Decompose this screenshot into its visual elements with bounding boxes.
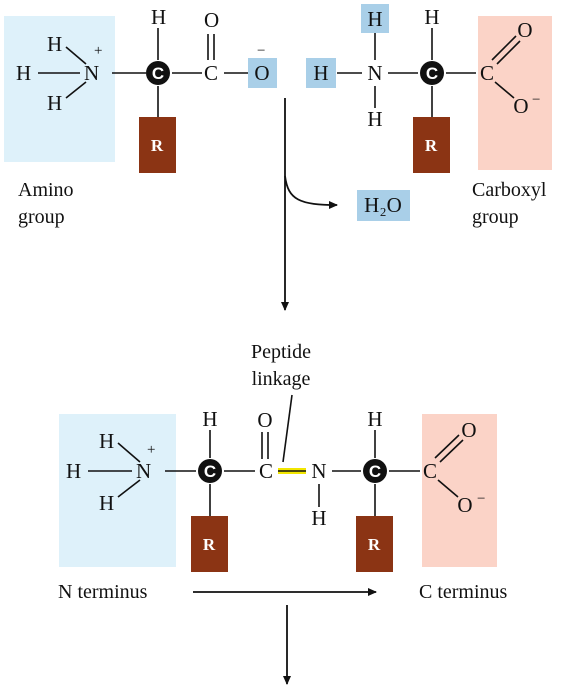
- amino-acid-2: H H N H H C C O O − R: [306, 4, 552, 173]
- atom-h: H: [202, 407, 217, 431]
- atom-o: O: [461, 418, 476, 442]
- r-group-box: [413, 117, 450, 173]
- atom-h: H: [367, 7, 382, 31]
- amino-group-label: group: [18, 206, 65, 228]
- positive-charge: +: [94, 43, 102, 59]
- double-bond-c-o-a: [434, 434, 460, 459]
- atom-h: H: [47, 91, 62, 115]
- c-terminus-box: [422, 414, 497, 567]
- atom-n: N: [367, 61, 382, 85]
- atom-h: H: [99, 429, 114, 453]
- negative-charge: −: [477, 491, 485, 507]
- double-bond-c-o-b: [439, 439, 464, 463]
- atom-h: H: [66, 459, 81, 483]
- r-group-label: R: [203, 535, 216, 554]
- atom-o: O: [513, 94, 528, 118]
- alpha-carbon-label: C: [426, 64, 438, 83]
- carboxyl-group-box: [478, 16, 552, 170]
- peptide-linkage-label: Peptide: [251, 341, 311, 363]
- r-group-box: [191, 516, 228, 572]
- r-group-label: R: [151, 136, 164, 155]
- atom-n: N: [311, 459, 326, 483]
- negative-charge: −: [532, 92, 540, 108]
- r-group-box: [356, 516, 393, 572]
- water-release-arrow: [284, 175, 338, 209]
- atom-h: H: [367, 107, 382, 131]
- atom-h: H: [367, 407, 382, 431]
- atom-c: C: [259, 459, 273, 483]
- hydroxyl-oxygen-highlight: [248, 58, 277, 88]
- double-bond-c-o-b: [496, 40, 521, 65]
- alpha-carbon: [363, 459, 387, 483]
- atom-o: O: [204, 8, 219, 32]
- atom-n: N: [84, 61, 99, 85]
- peptide-linkage-label: linkage: [252, 368, 311, 390]
- n-terminus-box: [59, 414, 176, 567]
- alpha-carbon: [198, 459, 222, 483]
- atom-o: O: [457, 493, 472, 517]
- positive-charge: +: [147, 442, 155, 458]
- c-terminus-label: C terminus: [419, 581, 508, 603]
- bond-h-n-upper: [117, 442, 141, 463]
- amino-group-label: Amino: [18, 179, 74, 201]
- atom-h: H: [99, 491, 114, 515]
- atom-c: C: [423, 459, 437, 483]
- atom-n: N: [136, 459, 151, 483]
- bond-c-o-minus: [494, 81, 515, 99]
- dipeptide: H + H N H H C C O N H H C C O O − R R: [59, 407, 497, 572]
- peptide-linkage-pointer: [282, 394, 293, 463]
- bond-h-n-upper: [65, 46, 87, 65]
- amino-group-box: [4, 16, 115, 162]
- r-group-label: R: [368, 535, 381, 554]
- bond-h-n-lower: [117, 479, 141, 498]
- atom-o: O: [254, 61, 269, 85]
- carboxyl-group-label: Carboxyl: [472, 179, 547, 201]
- atom-c: C: [204, 61, 218, 85]
- alpha-carbon-label: C: [152, 64, 164, 83]
- amine-hydrogen-highlight: [306, 58, 336, 88]
- alpha-carbon: [420, 61, 444, 85]
- atom-h: H: [151, 5, 166, 29]
- bond-c-o-minus: [437, 479, 459, 498]
- alpha-carbon: [146, 61, 170, 85]
- atom-c: C: [480, 61, 494, 85]
- alpha-carbon-label: C: [204, 462, 216, 481]
- atom-h: H: [311, 506, 326, 530]
- bond-h-n-lower: [65, 81, 87, 99]
- r-group-label: R: [425, 136, 438, 155]
- water-molecule: H₂O: [364, 193, 402, 217]
- water-highlight: [357, 190, 410, 221]
- atom-h: H: [16, 61, 31, 85]
- atom-h: H: [313, 61, 328, 85]
- r-group-box: [139, 117, 176, 173]
- double-bond-c-o-a: [491, 35, 517, 61]
- atom-h: H: [47, 32, 62, 56]
- n-terminus-label: N terminus: [58, 581, 148, 603]
- amino-acid-1: H + H N H H C C O − O R: [4, 5, 277, 173]
- atom-o: O: [517, 18, 532, 42]
- atom-o: O: [257, 408, 272, 432]
- alpha-carbon-label: C: [369, 462, 381, 481]
- negative-charge: −: [257, 43, 265, 59]
- carboxyl-group-label: group: [472, 206, 519, 228]
- amine-hydrogen-highlight: [361, 4, 389, 33]
- atom-h: H: [424, 5, 439, 29]
